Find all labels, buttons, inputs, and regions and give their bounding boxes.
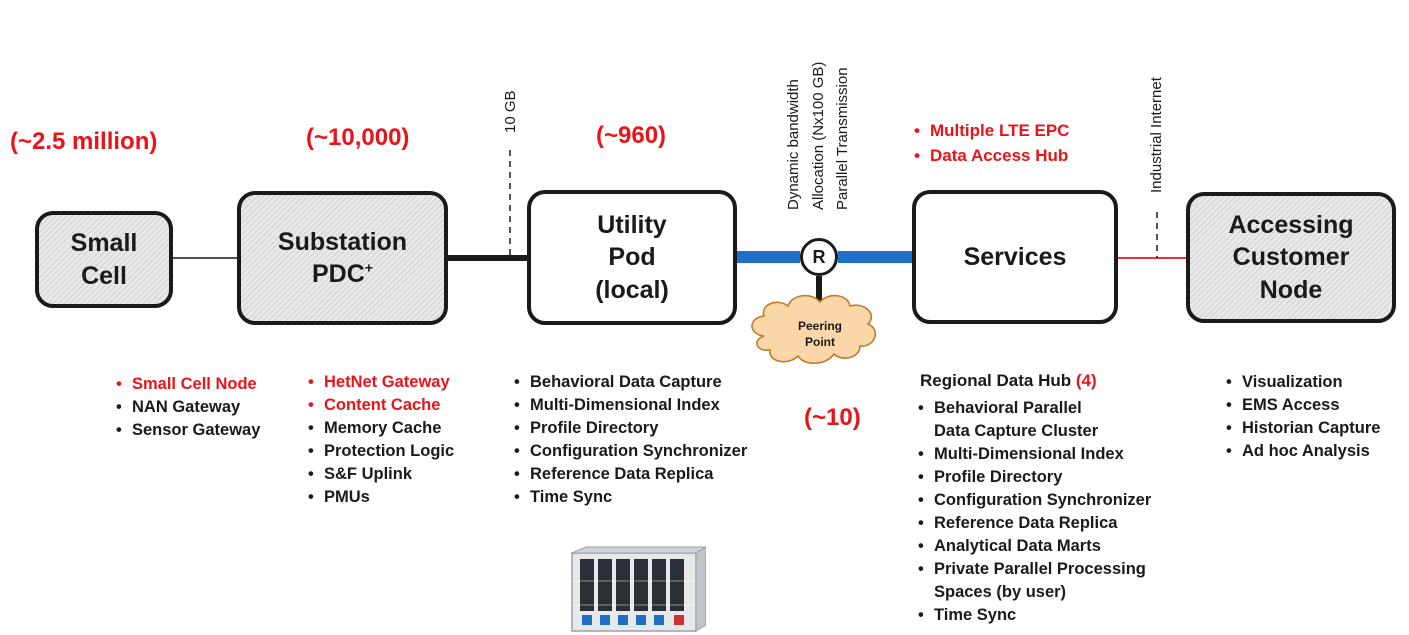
list-item: PMUs bbox=[306, 486, 454, 509]
list-item: Content Cache bbox=[306, 394, 454, 417]
list-item: HetNet Gateway bbox=[306, 371, 454, 394]
list-item: Protection Logic bbox=[306, 440, 454, 463]
peering-cloud-shape bbox=[751, 294, 877, 365]
small-cell-node-line1: Small bbox=[70, 229, 138, 257]
customer-node-line1: Accessing bbox=[1228, 210, 1354, 239]
peering-point-line1: Peering bbox=[797, 319, 842, 333]
list-item: Time Sync bbox=[916, 604, 1151, 627]
substation-node-superscript: + bbox=[364, 259, 373, 276]
list-item: Configuration Synchronizer bbox=[512, 440, 747, 463]
regional-hub-count: (4) bbox=[1075, 371, 1097, 390]
list-item: Multi-Dimensional Index bbox=[916, 443, 1151, 466]
link-label-dynamic-line2: Allocation (Nx100 GB) bbox=[810, 61, 827, 210]
list-item: Memory Cache bbox=[306, 417, 454, 440]
regional-hub-title-text: Regional Data Hub bbox=[920, 371, 1072, 390]
small-cell-node-line2: Cell bbox=[81, 261, 127, 290]
list-item: Ad hoc Analysis bbox=[1224, 440, 1380, 463]
hub-item-line: Private Parallel Processing bbox=[934, 560, 1146, 578]
list-item: Sensor Gateway bbox=[114, 419, 260, 442]
list-item: Visualization bbox=[1224, 371, 1380, 394]
list-item: Historian Capture bbox=[1224, 417, 1380, 440]
hub-item-continuation: Spaces (by user) bbox=[934, 583, 1067, 601]
utility-pod-node-line3: (local) bbox=[595, 275, 669, 304]
hub-item-continuation: Data Capture Cluster bbox=[934, 422, 1099, 440]
router-label: R bbox=[812, 246, 826, 267]
list-item: Time Sync bbox=[512, 486, 747, 509]
router-node: R bbox=[800, 238, 838, 276]
link-label-industrial: Industrial Internet bbox=[1148, 77, 1165, 193]
customer-node-line2: Customer bbox=[1232, 243, 1350, 272]
services-top-item: Data Access Hub bbox=[912, 143, 1069, 168]
list-item: S&F Uplink bbox=[306, 463, 454, 486]
utility-pod-list: Behavioral Data Capture Multi-Dimensiona… bbox=[512, 371, 747, 509]
count-small-cell: (~2.5 million) bbox=[10, 128, 158, 155]
substation-list: HetNet Gateway Content Cache Memory Cach… bbox=[306, 371, 454, 509]
substation-node-line2: PDC bbox=[312, 260, 365, 288]
list-item: Multi-Dimensional Index bbox=[512, 394, 747, 417]
list-item: EMS Access bbox=[1224, 394, 1380, 417]
list-item: NAN Gateway bbox=[114, 396, 260, 419]
substation-node-line1: Substation bbox=[277, 227, 408, 256]
datacenter-container-image bbox=[571, 546, 706, 632]
services-node: Services bbox=[912, 190, 1118, 324]
list-item: Analytical Data Marts bbox=[916, 535, 1151, 558]
list-item: Small Cell Node bbox=[114, 373, 260, 396]
count-utility-pod: (~960) bbox=[596, 122, 667, 149]
services-node-line1: Services bbox=[963, 242, 1067, 271]
list-item: Behavioral Data Capture bbox=[512, 371, 747, 394]
customer-list: Visualization EMS Access Historian Captu… bbox=[1224, 371, 1380, 463]
small-cell-list: Small Cell Node NAN Gateway Sensor Gatew… bbox=[114, 373, 260, 442]
utility-pod-node-line2: Pod bbox=[608, 243, 656, 272]
hub-item-line: Behavioral Parallel bbox=[934, 399, 1082, 417]
regional-hub-title: Regional Data Hub (4) bbox=[920, 371, 1097, 391]
list-item: Reference Data Replica bbox=[512, 463, 747, 486]
count-peering: (~10) bbox=[804, 404, 861, 431]
peering-point-line2: Point bbox=[805, 335, 835, 349]
list-item: Reference Data Replica bbox=[916, 512, 1151, 535]
list-item: Profile Directory bbox=[916, 466, 1151, 489]
list-item: Profile Directory bbox=[512, 417, 747, 440]
count-substation: (~10,000) bbox=[306, 124, 410, 151]
list-item: Configuration Synchronizer bbox=[916, 489, 1151, 512]
customer-node-line3: Node bbox=[1259, 275, 1323, 304]
services-top-item: Multiple LTE EPC bbox=[912, 118, 1069, 143]
services-top-list: Multiple LTE EPC Data Access Hub bbox=[912, 118, 1069, 168]
link-label-dynamic-line3: Parallel Transmission bbox=[834, 67, 851, 210]
utility-pod-node-line1: Utility bbox=[597, 210, 667, 239]
link-label-dynamic-line1: Dynamic bandwidth bbox=[785, 79, 802, 210]
link-label-10gb: 10 GB bbox=[502, 90, 519, 133]
